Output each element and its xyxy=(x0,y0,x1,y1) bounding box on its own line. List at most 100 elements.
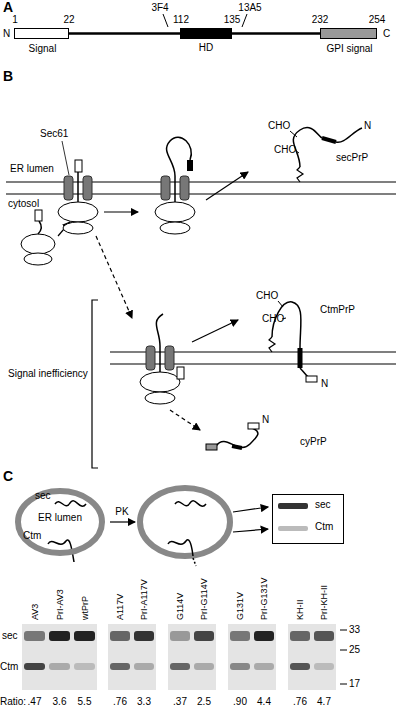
step-arrow-dashed xyxy=(96,236,132,318)
lane-label: PrI-G114V xyxy=(199,578,209,620)
panel-letter: B xyxy=(3,70,13,82)
gel-band xyxy=(24,631,45,641)
signal-sequence xyxy=(306,376,317,382)
ribosome-small xyxy=(145,392,175,404)
signal-sequence xyxy=(248,423,259,429)
glycan-label: CHO xyxy=(268,120,290,132)
sec61-channel xyxy=(161,176,170,200)
sec-chain xyxy=(175,501,206,506)
mw-marker: 25 xyxy=(349,644,360,656)
gel-band xyxy=(49,663,70,670)
ctm-chain xyxy=(168,540,193,556)
topology-label: CtmPrP xyxy=(320,304,355,316)
gel-blot-panel: A117VPrI-A117V xyxy=(108,624,156,690)
ratio-heading: Ratio: xyxy=(0,696,26,708)
sec-chain xyxy=(55,501,86,506)
sec61-channel xyxy=(64,176,73,200)
ratio-value: 5.5 xyxy=(78,696,92,708)
epitope-label: 13A5 xyxy=(238,2,261,14)
vesicle-outline xyxy=(18,491,102,553)
ratio-value: 3.3 xyxy=(137,696,151,708)
ribosome-large xyxy=(155,202,195,222)
gel-band xyxy=(134,663,154,670)
glycan-label: CHO xyxy=(256,290,278,302)
marker-tick xyxy=(340,630,347,631)
node-label: HD xyxy=(199,42,213,53)
lane-label: AV3 xyxy=(30,604,40,620)
step-arrow xyxy=(110,521,135,522)
lane-label: G114V xyxy=(175,593,185,620)
lane-label: PrI-A117V xyxy=(139,579,149,620)
er-vesicle: secER lumenCtm xyxy=(15,488,105,556)
gel-schematic-box: secCtm xyxy=(272,494,344,544)
lane-label: G131V xyxy=(235,592,245,620)
prion-chain xyxy=(216,428,258,447)
sec61-channel xyxy=(165,346,174,370)
ratio-value: 4.7 xyxy=(317,696,331,708)
ribosome-small xyxy=(160,222,190,234)
ratio-value: .47 xyxy=(28,696,42,708)
ratio-value: .90 xyxy=(233,696,247,708)
lane-label: A117V xyxy=(115,594,125,620)
bracket xyxy=(92,300,98,468)
epitope-tick xyxy=(163,14,168,27)
node-label: GPI signal xyxy=(326,43,372,54)
gel-band xyxy=(24,663,45,670)
node-label: Ctm xyxy=(315,521,333,532)
gel-band xyxy=(314,663,334,670)
gel-band xyxy=(74,663,95,670)
lane-label: PrI-KH-II xyxy=(319,585,329,620)
gel-blot-panel: KH-IIPrI-KH-II xyxy=(288,624,336,690)
gel-blot xyxy=(108,624,156,690)
step-arrow-dashed xyxy=(170,410,200,430)
gel-band xyxy=(278,526,308,531)
transmembrane-domain xyxy=(298,348,303,368)
gel-band xyxy=(254,631,274,641)
ribosome-large xyxy=(140,372,180,392)
gel-band xyxy=(110,663,130,670)
gel-blot xyxy=(168,624,216,690)
nascent-chain xyxy=(156,314,163,372)
marker-tick xyxy=(340,684,347,685)
gel-band xyxy=(290,631,310,641)
gel-blot-panel: AV3PrI-AV3wtPrP xyxy=(22,624,97,690)
gel-band xyxy=(170,663,190,670)
gel-band xyxy=(49,631,70,641)
ribosome-large xyxy=(58,202,98,222)
prion-chain xyxy=(272,302,301,348)
band-label: sec xyxy=(2,630,18,642)
ribosome-small xyxy=(63,222,93,234)
lane-label: KH-II xyxy=(295,599,305,620)
band-label: Ctm xyxy=(0,661,18,673)
gpi-signal-box: GPI signal xyxy=(320,28,377,39)
gel-band xyxy=(290,663,310,670)
sec61-channel xyxy=(83,176,92,200)
ratio-value: 4.4 xyxy=(257,696,271,708)
glycan-stem xyxy=(296,151,299,153)
residue-number: 232 xyxy=(312,14,329,26)
digested-chain xyxy=(193,558,196,566)
ribosome-large xyxy=(21,234,55,254)
gel-blot-panel: G114VPrI-G114V xyxy=(168,624,216,690)
residue-number: 1 xyxy=(12,14,18,26)
step-arrow xyxy=(104,211,138,212)
ratio-value: .37 xyxy=(173,696,187,708)
signal-sequence xyxy=(75,160,82,172)
nascent-chain xyxy=(38,221,41,234)
node-label: sec xyxy=(315,499,331,510)
gel-band xyxy=(278,503,308,509)
gel-blot xyxy=(288,624,336,690)
compartment-label: ER lumen xyxy=(10,163,54,175)
terminus-label: C xyxy=(383,28,390,40)
epitope-label: 3F4 xyxy=(151,2,168,14)
signal-sequence xyxy=(177,367,184,379)
step-arrow xyxy=(206,172,248,200)
lane-label: wtPrP xyxy=(80,596,90,620)
step-arrow xyxy=(233,507,268,512)
node-label: Signal xyxy=(29,43,57,54)
hydrophobic-domain xyxy=(187,160,193,171)
lane-label: PrI-AV3 xyxy=(55,589,65,620)
gel-band xyxy=(314,631,334,641)
gel-band xyxy=(194,631,214,641)
